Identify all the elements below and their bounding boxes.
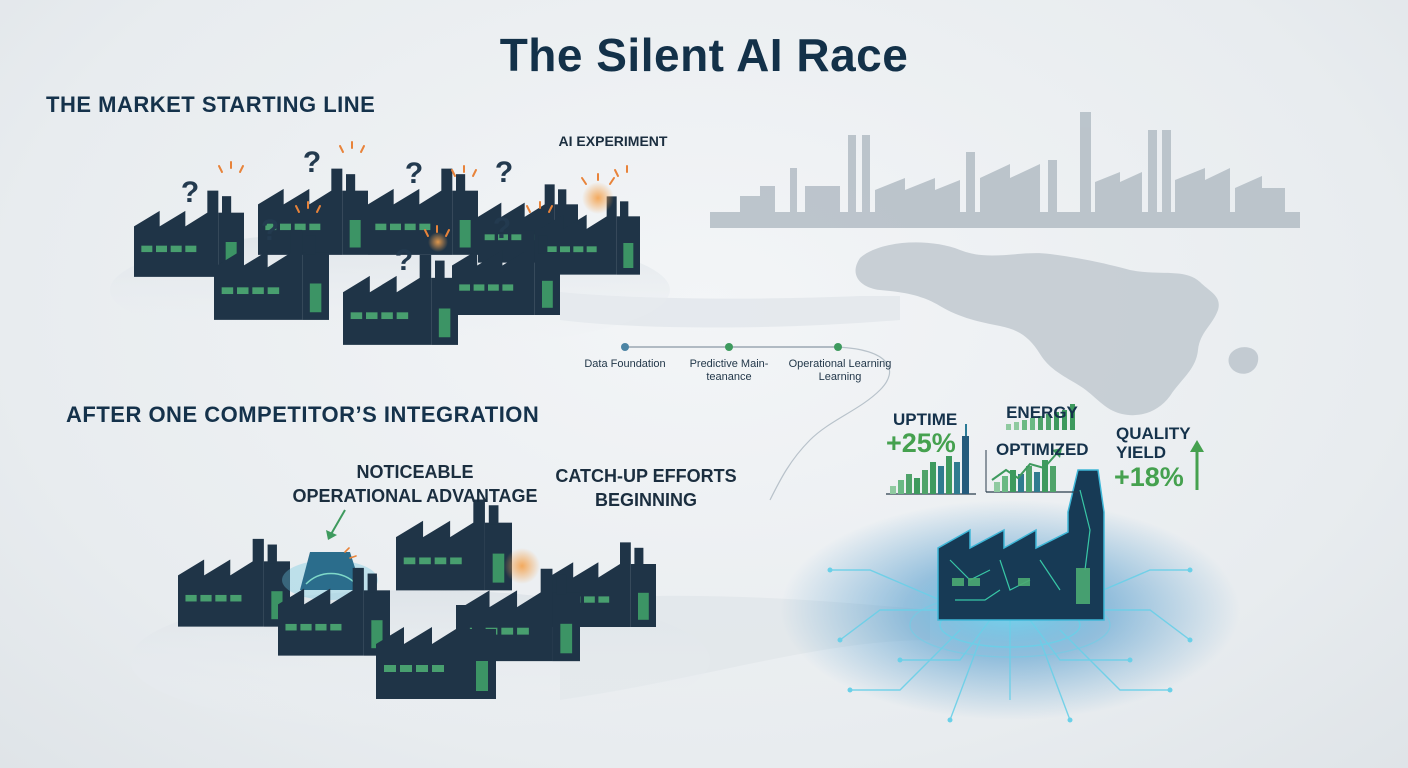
bar-chart-icon <box>985 404 1078 493</box>
arrow-up-icon <box>965 424 1204 490</box>
ai-experiment-label: AI EXPERIMENT <box>558 133 668 149</box>
timeline-dot <box>725 343 733 351</box>
question-mark-icon: ? <box>261 214 279 247</box>
question-mark-icon: ? <box>181 176 199 209</box>
uptime-label: UPTIME <box>893 410 958 429</box>
uptime-value: +25% <box>886 428 956 458</box>
warning-spark-icon <box>218 141 628 237</box>
question-mark-icon: ? <box>303 146 321 179</box>
question-mark-icon: ? <box>493 212 511 245</box>
experiment-glow <box>582 182 614 214</box>
timeline-dot <box>834 343 842 351</box>
factory-icon <box>396 499 512 591</box>
section-heading-start: THE MARKET STARTING LINE <box>46 92 376 117</box>
energy-label: ENERGY OPTIMIZED <box>996 403 1089 459</box>
catch-up-glow <box>504 548 540 584</box>
timeline-label: Data Foundation <box>584 358 666 370</box>
timeline <box>621 343 891 501</box>
background-skyline <box>710 112 1300 228</box>
quality-value: +18% <box>1114 462 1184 492</box>
question-marks: ? ? ? ? ? ? ? <box>181 146 513 277</box>
question-mark-icon: ? <box>405 157 423 190</box>
alert-glow <box>428 232 448 252</box>
advantage-arrow <box>329 509 346 537</box>
factory-icon <box>178 538 290 627</box>
ai-factory <box>780 469 1240 723</box>
timeline-label: Operational Learning Learning <box>788 358 892 383</box>
section-heading-after: AFTER ONE COMPETITOR’S INTEGRATION <box>66 402 540 427</box>
question-mark-icon: ? <box>495 156 513 189</box>
advantage-factory <box>300 552 362 590</box>
factory-cluster-after <box>178 499 656 699</box>
catch-up-label: CATCH-UP EFFORTS BEGINNING <box>555 466 737 510</box>
timeline-label: Predictive Main- teanance <box>689 358 769 383</box>
quality-label: QUALITY YIELD <box>1116 424 1191 462</box>
map-silhouette <box>855 242 1219 416</box>
advantage-label: NOTICEABLE OPERATIONAL ADVANTAGE <box>292 462 538 506</box>
question-mark-icon: ? <box>395 244 413 277</box>
bar-chart-icon <box>886 436 976 495</box>
timeline-dot <box>621 343 629 351</box>
map-island <box>1228 347 1259 374</box>
factory-cluster-start <box>134 168 640 345</box>
page-title: The Silent AI Race <box>499 29 909 81</box>
